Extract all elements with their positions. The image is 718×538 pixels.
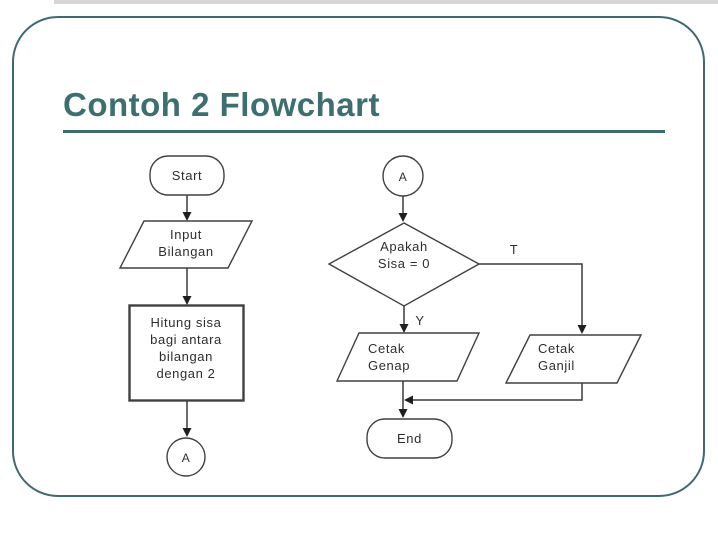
arrow-connector-a-to-decision	[398, 196, 408, 222]
start-terminator-shape	[149, 155, 225, 196]
process-label-line1: Hitung sisa	[150, 315, 222, 330]
branch-true-label: T	[509, 242, 519, 257]
end-label: End	[397, 431, 422, 446]
arrow-decision-to-print-even	[399, 306, 409, 333]
start-label: Start	[171, 168, 203, 183]
input-label: Input Bilangan	[120, 226, 252, 260]
print-odd-label-line1: Cetak	[538, 341, 575, 356]
process-label: Hitung sisa bagi antara bilangan dengan …	[129, 314, 243, 382]
arrow-input-to-process	[182, 268, 192, 305]
input-parallelogram-shape	[118, 220, 254, 269]
process-label-line3: bilangan	[159, 349, 213, 364]
print-odd-label-line2: Ganjil	[538, 358, 575, 373]
print-odd-parallelogram-shape	[504, 334, 643, 384]
connector-a-in-shape	[382, 155, 424, 197]
decision-diamond-shape	[327, 222, 481, 307]
print-even-label: Cetak Genap	[368, 340, 468, 374]
connector-a-out-shape	[166, 437, 206, 477]
arrow-start-to-input	[182, 195, 192, 221]
print-odd-label: Cetak Ganjil	[538, 340, 638, 374]
merge-connector-print-odd	[404, 383, 583, 405]
decision-label: Apakah Sisa = 0	[344, 238, 464, 272]
process-label-line4: dengan 2	[156, 366, 216, 381]
print-even-label-line2: Genap	[368, 358, 411, 373]
arrow-process-to-connector-a	[182, 401, 192, 437]
decision-label-line1: Apakah	[380, 239, 428, 254]
branch-yes-label: Y	[415, 313, 425, 328]
input-label-line1: Input	[170, 227, 202, 242]
process-label-line2: bagi antara	[150, 332, 222, 347]
screen-top-edge	[54, 0, 718, 4]
print-even-parallelogram-shape	[335, 332, 481, 382]
connector-a-out-label: A	[181, 451, 191, 465]
connector-a-in-label: A	[398, 170, 408, 184]
branch-true-connector	[479, 263, 587, 334]
arrow-print-even-to-end	[398, 381, 408, 418]
slide-title: Contoh 2 Flowchart	[63, 86, 380, 123]
input-label-line2: Bilangan	[158, 244, 214, 259]
title-underline	[63, 130, 665, 133]
end-terminator-shape	[366, 418, 453, 459]
decision-label-line2: Sisa = 0	[377, 256, 431, 271]
process-rect-shape	[128, 304, 245, 402]
print-even-label-line1: Cetak	[368, 341, 405, 356]
